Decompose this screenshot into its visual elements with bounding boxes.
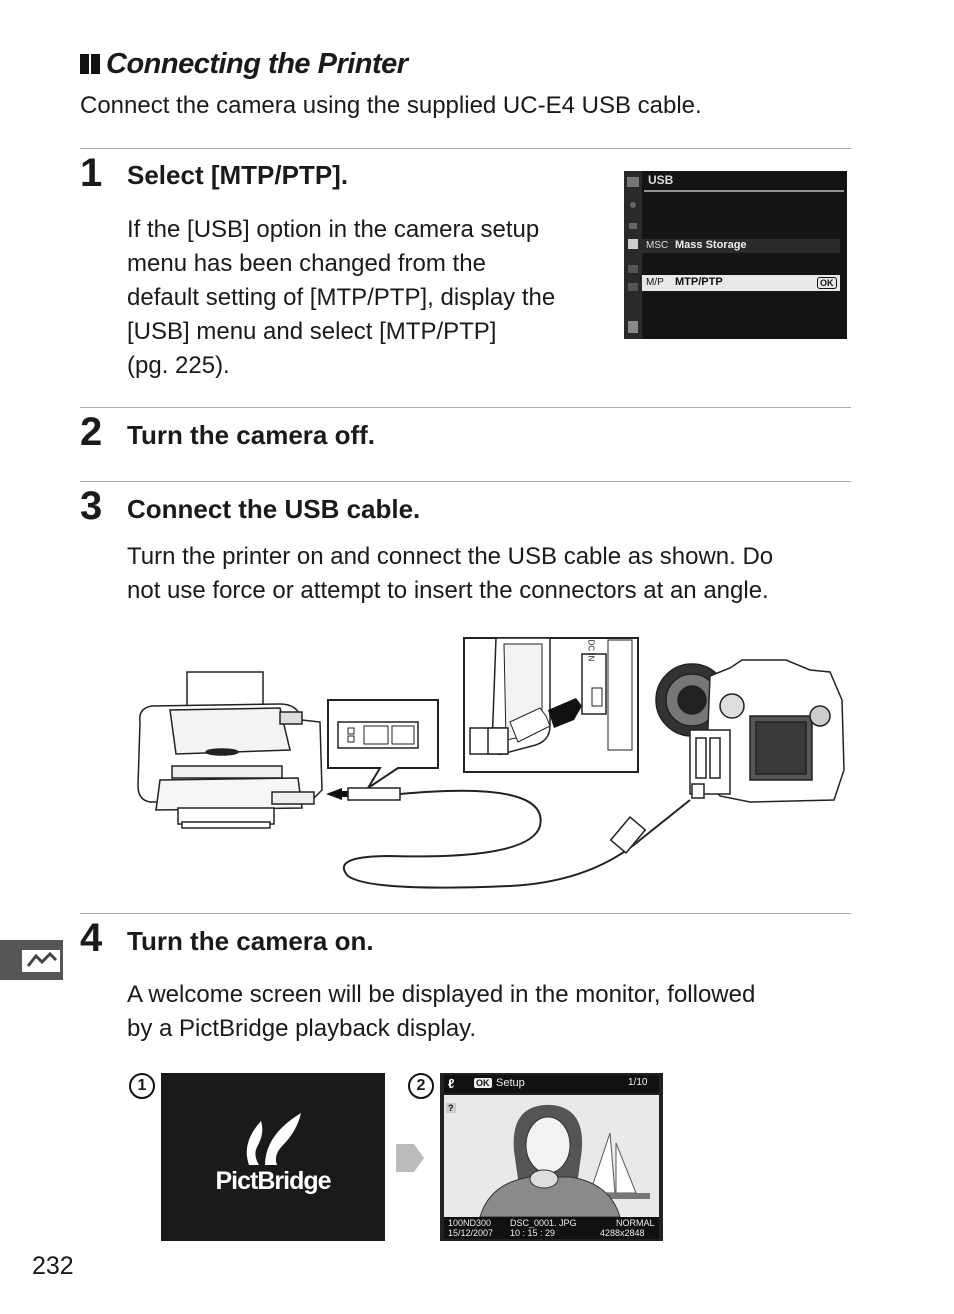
pictbridge-welcome-screen: PictBridge [161,1073,385,1241]
ok-icon: OK [474,1078,492,1088]
intro-text: Connect the camera using the supplied UC… [80,92,702,119]
pictbridge-mini-icon: ℓ [448,1076,455,1091]
usb-connection-illustration [137,637,845,889]
step-3-title: Connect the USB cable. [127,494,421,524]
page-number: 232 [32,1252,74,1280]
step-3-line: Turn the printer on and connect the USB … [127,543,774,570]
step-1-line: (pg. 225). [127,352,230,379]
usb-a-callout [327,699,439,789]
usb-a-plug [347,787,401,801]
step-2-number: 2 [80,410,103,454]
connection-icon [22,950,60,972]
step-3-body: Turn the printer on and connect the USB … [127,540,773,608]
step-4-body: A welcome screen will be displayed in th… [127,978,755,1046]
divider [80,148,851,149]
help-icon: ? [446,1103,456,1113]
menu-item-mtp-ptp: MTP/PTP [675,276,723,288]
step-1-line: If the [USB] option in the camera setup [127,216,540,243]
image-size: 4288x2848 [600,1228,645,1238]
usb-menu-graphic [624,171,847,339]
section-marker-icon [80,48,102,81]
next-arrow-icon [396,1144,424,1172]
step-1-number: 1 [80,151,103,195]
chapter-tab [0,940,63,980]
camera-illustration [655,659,845,803]
camera-port-detail [463,637,639,773]
playback-info-bar [444,1217,659,1239]
usb-cable [342,789,691,889]
image-counter: 1/10 [628,1077,648,1088]
step-4-title: Turn the camera on. [127,926,374,956]
mp-tag: M/P [646,277,664,288]
usb-menu-screen: USB MSC Mass Storage M/P MTP/PTP OK [624,171,847,339]
pictbridge-label: PictBridge [215,1167,331,1195]
step-4-line: A welcome screen will be displayed in th… [127,981,756,1008]
image-quality: NORMAL [616,1218,655,1228]
printer-illustration [137,671,323,829]
playback-top-bar [444,1075,659,1093]
step-1-line: default setting of [MTP/PTP], display th… [127,284,556,311]
section-title: Connecting the Printer [80,48,408,81]
playback-photo [444,1095,659,1218]
capture-date: 15/12/2007 [448,1228,494,1238]
insert-arrow-icon [326,788,342,800]
usb-menu-header: USB [648,173,674,187]
figure-badge-1: 1 [129,1073,155,1099]
file-name: DSC_0001. JPG [510,1218,577,1228]
step-4-number: 4 [80,916,103,960]
divider [80,407,851,408]
pictbridge-playback-screen: ℓ OK Setup 1/10 ? 100ND300 DSC_0001. JPG… [440,1073,663,1241]
port-insert-arrow-icon [548,698,582,728]
ok-icon: OK [817,277,837,289]
pictbridge-logo [246,1113,301,1165]
dc-in-label: DC IN [586,639,596,662]
capture-time: 10 : 15 : 29 [510,1228,556,1238]
step-1-title: Select [MTP/PTP]. [127,160,349,190]
step-1-body: If the [USB] option in the camera setup … [127,213,555,383]
figure-badge-2: 2 [408,1073,434,1099]
step-1-line: menu has been changed from the [127,250,486,277]
menu-item-mass-storage: Mass Storage [675,239,747,251]
step-3-number: 3 [80,484,103,528]
step-3-line: not use force or attempt to insert the c… [127,577,769,604]
divider [80,481,851,482]
step-4-line: by a PictBridge playback display. [127,1015,477,1042]
divider [80,913,851,914]
ferrite-core [609,816,647,854]
msc-tag: MSC [646,240,669,251]
step-2-title: Turn the camera off. [127,420,376,450]
step-1-line: [USB] menu and select [MTP/PTP] [127,318,497,345]
setup-label: Setup [496,1077,525,1089]
folder-label: 100ND300 [448,1218,492,1228]
section-title-text: Connecting the Printer [106,48,408,80]
